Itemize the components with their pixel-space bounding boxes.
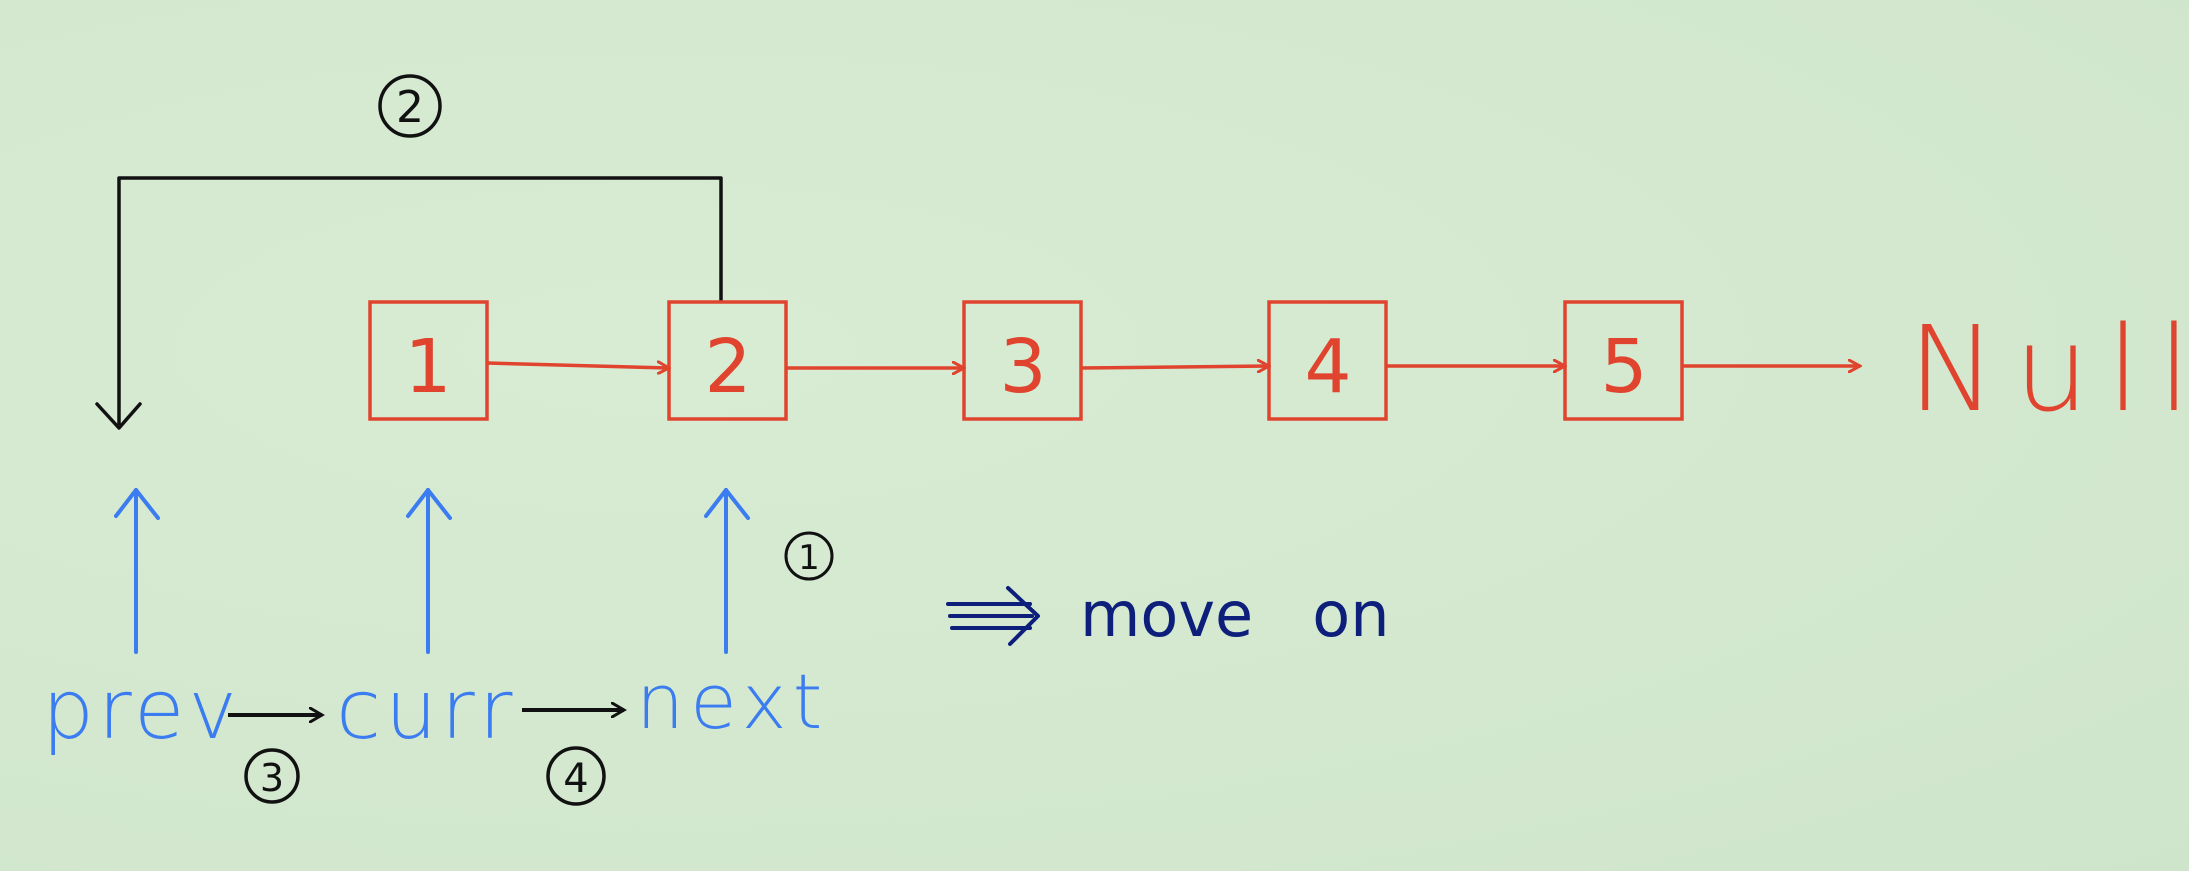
step-4-label: 4 bbox=[563, 756, 588, 802]
next-label: next bbox=[636, 657, 828, 746]
node-4-value: 4 bbox=[1304, 324, 1351, 410]
node-5: 5 bbox=[1563, 300, 1684, 421]
step-1-label: 1 bbox=[798, 538, 820, 578]
implies-arrow-icon bbox=[946, 586, 1040, 646]
node-4: 4 bbox=[1267, 300, 1388, 421]
rewire-link-line bbox=[117, 176, 723, 425]
rewire-arrowhead-icon bbox=[95, 402, 142, 430]
step-4-marker: 4 bbox=[546, 746, 606, 806]
curr-pointer-arrow-icon bbox=[406, 488, 452, 654]
node-2-value: 2 bbox=[704, 324, 751, 410]
link-1-2 bbox=[486, 363, 669, 368]
node-1: 1 bbox=[368, 300, 489, 421]
node-1-value: 1 bbox=[404, 324, 451, 410]
step-1-marker: 1 bbox=[784, 531, 834, 581]
prev-label: prev bbox=[42, 663, 241, 758]
prev-pointer-arrow-icon bbox=[114, 488, 160, 654]
null-terminal-label: Null bbox=[1908, 300, 2189, 438]
step-3-label: 3 bbox=[260, 756, 284, 800]
link-3-4 bbox=[1080, 366, 1269, 368]
node-2: 2 bbox=[667, 300, 788, 421]
step-2-label: 2 bbox=[396, 82, 424, 133]
curr-label: curr bbox=[336, 663, 516, 758]
step-2-marker: 2 bbox=[378, 74, 442, 138]
node-3: 3 bbox=[962, 300, 1083, 421]
node-3-value: 3 bbox=[999, 324, 1046, 410]
step-3-marker: 3 bbox=[244, 748, 300, 804]
next-pointer-arrow-icon bbox=[704, 488, 750, 654]
move-on-note: move on bbox=[1080, 578, 1390, 651]
node-5-value: 5 bbox=[1600, 324, 1647, 410]
